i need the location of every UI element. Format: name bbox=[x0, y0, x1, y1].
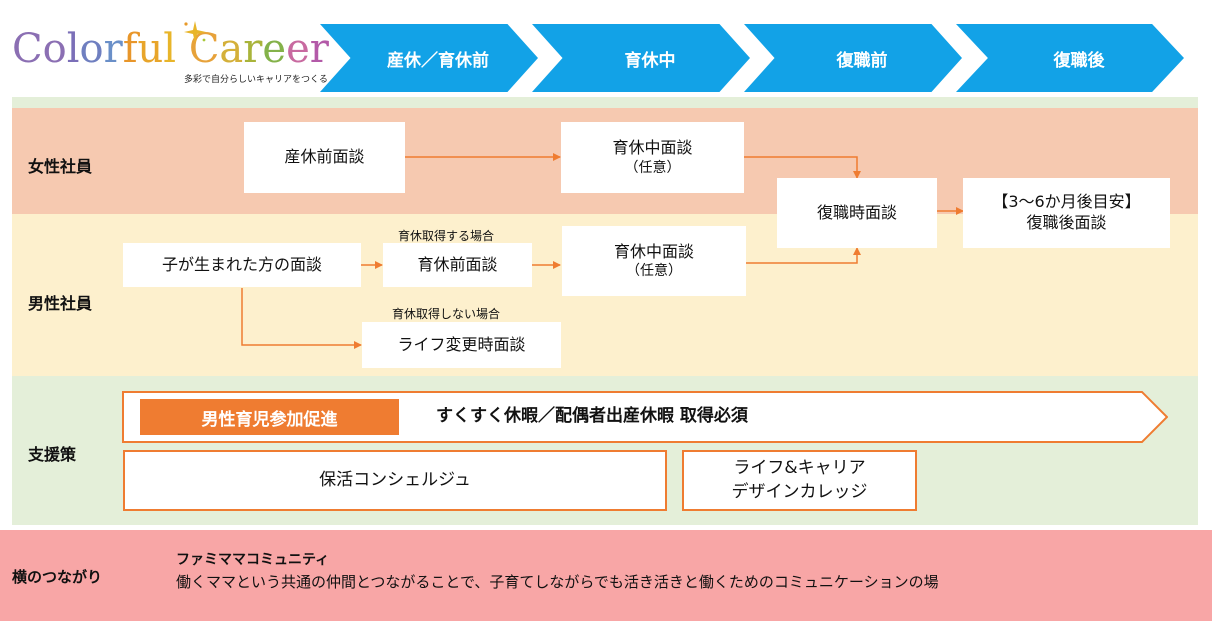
maternity-leave-pre-interview-box: 産休前面談 bbox=[244, 122, 405, 193]
male-childcare-promotion-tag: 男性育児参加促進 bbox=[140, 399, 399, 435]
box-text: 育休前面談 bbox=[417, 254, 498, 274]
logo-letter: e bbox=[286, 26, 310, 72]
logo-letter: o bbox=[42, 26, 67, 72]
male-row-label: 男性社員 bbox=[28, 294, 93, 313]
box-line: ライフ&キャリア bbox=[733, 457, 866, 478]
logo-tagline: 多彩で自分らしいキャリアをつくる bbox=[184, 75, 328, 85]
box-subtitle: （任意） bbox=[624, 159, 681, 176]
female-row-label: 女性社員 bbox=[28, 157, 93, 176]
stage-chevron-on-leave: 育休中 bbox=[532, 24, 750, 92]
peer-connection-band bbox=[0, 530, 1212, 621]
logo-letter: o bbox=[79, 26, 104, 72]
support-row-label: 支援策 bbox=[28, 445, 77, 464]
childbirth-interview-box: 子が生まれた方の面談 bbox=[123, 243, 361, 287]
stage-label: 育休中 bbox=[624, 50, 676, 71]
box-text: 産休前面談 bbox=[284, 147, 365, 167]
promo-tag-text: 男性育児参加促進 bbox=[201, 409, 338, 430]
logo-letter: u bbox=[137, 26, 164, 72]
take-leave-note: 育休取得する場合 bbox=[398, 229, 495, 243]
box-subtitle: 復職後面談 bbox=[1026, 213, 1107, 232]
stage-label: 産休／育休前 bbox=[387, 50, 489, 71]
community-description: 働くママという共通の仲間とつながることで、子育てしながらでも活き活きと働くための… bbox=[176, 573, 939, 591]
peer-connection-label: 横のつながり bbox=[12, 568, 103, 586]
logo-letter: r bbox=[309, 26, 329, 72]
box-text: 復職時面談 bbox=[816, 202, 897, 222]
community-title: ファミママコミュニティ bbox=[176, 552, 330, 568]
logo-letter: l bbox=[66, 26, 80, 72]
logo-letter: C bbox=[12, 26, 43, 72]
stage-chevron-post-return: 復職後 bbox=[956, 24, 1184, 92]
stage-chevron-pre-leave: 産休／育休前 bbox=[320, 24, 538, 92]
box-title: 育休中面談 bbox=[613, 241, 694, 261]
box-text: 子が生まれた方の面談 bbox=[161, 254, 322, 274]
leave-requirement-text: すくすく休暇／配偶者出産休暇 取得必須 bbox=[436, 406, 748, 426]
box-line: デザインカレッジ bbox=[731, 481, 868, 502]
box-text: 保活コンシェルジュ bbox=[319, 469, 471, 490]
logo-letter: f bbox=[122, 26, 138, 72]
logo-letter: r bbox=[243, 26, 263, 72]
stage-chevron-pre-return: 復職前 bbox=[744, 24, 962, 92]
sparkle-icon bbox=[184, 21, 206, 43]
stage-label: 復職前 bbox=[836, 50, 888, 71]
female-childcare-leave-interview-box: 育休中面談 （任意） bbox=[561, 122, 744, 193]
no-leave-note: 育休取得しない場合 bbox=[392, 307, 501, 321]
stage-label: 復職後 bbox=[1053, 50, 1105, 71]
box-title: 育休中面談 bbox=[612, 138, 693, 157]
box-text: ライフ変更時面談 bbox=[397, 334, 526, 354]
logo-letter: r bbox=[103, 26, 123, 72]
box-subtitle: （任意） bbox=[626, 263, 682, 280]
logo-wordmark: Colorful Career bbox=[12, 26, 329, 72]
hokatsu-concierge-box: 保活コンシェルジュ bbox=[123, 450, 667, 511]
box-title: 【3～6か月後目安】 bbox=[992, 192, 1141, 212]
post-return-interview-box: 【3～6か月後目安】 復職後面談 bbox=[963, 178, 1170, 248]
colorful-career-logo: Colorful Career 多彩で自分らしいキャリアをつくる bbox=[12, 20, 329, 94]
male-pre-leave-interview-box: 育休前面談 bbox=[383, 243, 532, 287]
logo-letter: a bbox=[219, 26, 244, 72]
life-change-interview-box: ライフ変更時面談 bbox=[362, 322, 561, 368]
male-childcare-leave-interview-box: 育休中面談 （任意） bbox=[562, 226, 746, 296]
logo-letter: l bbox=[163, 26, 177, 72]
return-to-work-interview-box: 復職時面談 bbox=[777, 178, 937, 248]
life-career-design-college-box: ライフ&キャリア デザインカレッジ bbox=[682, 450, 917, 511]
logo-letter: e bbox=[262, 26, 287, 72]
